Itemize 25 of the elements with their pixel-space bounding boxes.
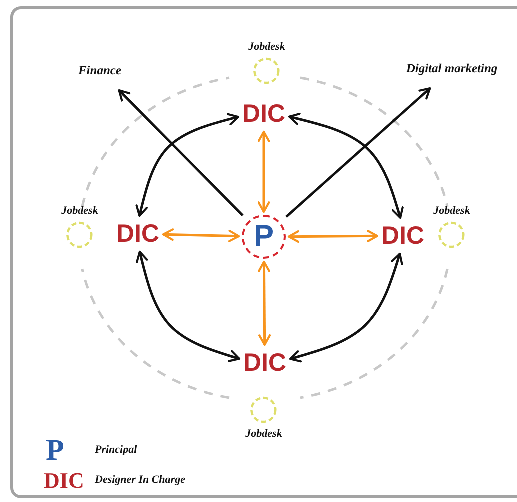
arrow xyxy=(118,89,244,217)
jobdesk-label: Jobdesk xyxy=(434,204,470,218)
arrow xyxy=(258,130,270,214)
arrow xyxy=(288,230,378,243)
arrow xyxy=(290,252,404,363)
arrow xyxy=(286,87,432,218)
jobdesk-label: Jobdesk xyxy=(248,40,286,54)
role-label: DIC xyxy=(242,100,286,128)
legend-symbol: P xyxy=(46,436,64,466)
role-label: DIC xyxy=(116,220,160,248)
arrow xyxy=(162,228,240,242)
principal-circle: P xyxy=(242,215,286,259)
department-label: Digital marketing xyxy=(406,62,498,76)
jobdesk-label: Jobdesk xyxy=(246,427,282,441)
jobdesk-label: Jobdesk xyxy=(62,204,98,218)
department-label: Finance xyxy=(78,64,122,78)
arrow xyxy=(136,250,240,362)
arrow xyxy=(288,112,404,220)
legend-text: Designer In Charge xyxy=(95,474,186,486)
role-label: DIC xyxy=(243,349,287,377)
arrow xyxy=(136,113,240,218)
arrow xyxy=(258,260,272,346)
legend-text: Principal xyxy=(95,444,138,456)
role-label: DIC xyxy=(381,222,425,250)
legend-symbol: DIC xyxy=(44,467,84,495)
